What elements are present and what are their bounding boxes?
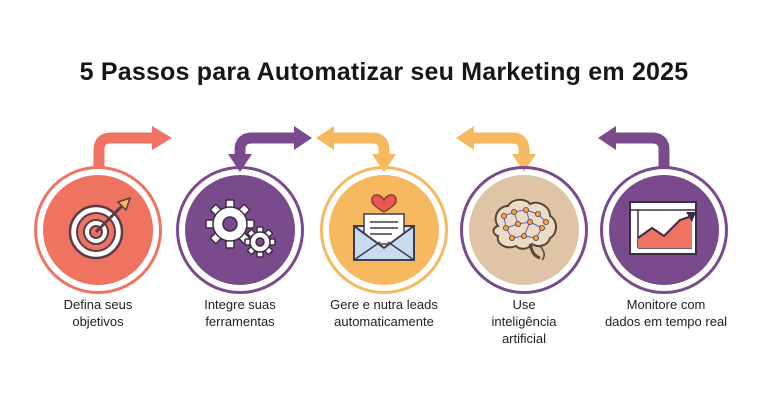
arrow-step-1-head [152, 126, 172, 150]
arrow-step-2 [234, 132, 296, 156]
arrow-step-2-tail-head [294, 126, 312, 150]
gears-icon [205, 199, 276, 258]
arrow-step-3 [332, 132, 390, 156]
arrow-step-4-head [512, 154, 536, 172]
step-4-ring [460, 166, 588, 294]
step-2-ring [176, 166, 304, 294]
arrow-step-3-head [372, 154, 396, 172]
chart-icon [629, 201, 697, 255]
step-3-ring [320, 166, 448, 294]
envelope-heart-icon [353, 194, 415, 261]
arrow-step-2-head [228, 154, 252, 172]
arrow-step-4 [472, 132, 530, 156]
brain-icon [492, 198, 557, 261]
target-icon [68, 196, 132, 260]
arrow-step-5 [614, 132, 670, 168]
step-5-ring [600, 166, 728, 294]
arrow-step-4-tail-head [456, 126, 474, 150]
arrow-step-1 [93, 132, 154, 168]
page-title: 5 Passos para Automatizar seu Marketing … [79, 58, 689, 86]
arrow-step-5-tail-head [598, 126, 616, 150]
arrow-step-3-tail-head [316, 126, 334, 150]
step-1-ring [34, 166, 162, 294]
